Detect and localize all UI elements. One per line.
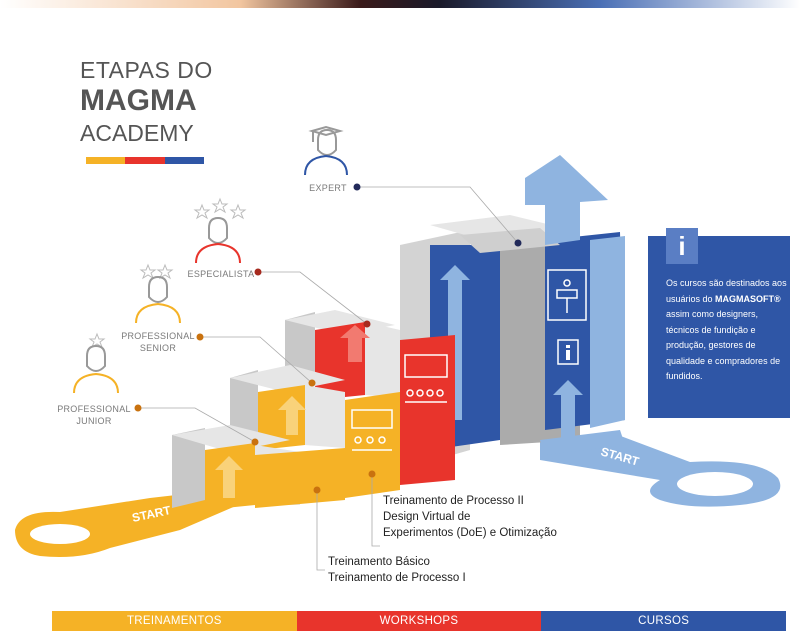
- workshop-line-3: Experimentos (DoE) e Otimização: [383, 527, 557, 539]
- star-icon: [193, 203, 211, 220]
- presentation-icon: [404, 354, 448, 403]
- junior-dot: [134, 404, 142, 412]
- yellow-bottom-block: [172, 425, 345, 510]
- arrow-up-icon: [215, 456, 243, 498]
- especialista-dot: [254, 268, 262, 276]
- arrow-up-icon: [553, 380, 583, 440]
- page-title: ETAPAS DO MAGMA ACADEMY: [80, 56, 213, 148]
- info-icon: i: [666, 228, 698, 264]
- title-color-bar: [86, 157, 204, 164]
- senior-dot: [196, 333, 204, 341]
- senior-label-line-2: SENIOR: [139, 343, 177, 353]
- bottom-category-bar: TREINAMENTOS WORKSHOPS CURSOS: [52, 611, 787, 631]
- lectern-icon: [547, 269, 587, 321]
- basic-line-2: Treinamento de Processo I: [328, 572, 466, 584]
- title-line-1: ETAPAS DO: [80, 57, 213, 83]
- info-text: Os cursos são destinados aos usuários do…: [666, 276, 788, 385]
- star-rating: [88, 197, 247, 349]
- top-gradient-bar: [0, 0, 800, 8]
- workshop-line-1: Treinamento de Processo II: [383, 495, 524, 507]
- basic-dot: [313, 486, 321, 494]
- senior-label-line-1: PROFESSIONAL: [121, 331, 195, 341]
- especialista-person-icon: [195, 216, 241, 264]
- star-icon: [229, 203, 247, 220]
- title-line-3: ACADEMY: [80, 120, 194, 146]
- workshop-trainings: Treinamento de Processo II Design Virtua…: [383, 493, 557, 541]
- junior-person-icon: [73, 344, 119, 394]
- junior-label-line-1: PROFESSIONAL: [57, 404, 131, 414]
- info-text-after: assim como designers, técnicos de fundiç…: [666, 309, 781, 381]
- expert-label: EXPERT: [309, 183, 347, 193]
- star-icon: [156, 263, 174, 280]
- presentation-icon: [351, 409, 393, 451]
- connector-lines: [138, 186, 519, 571]
- expert-dot: [353, 183, 361, 191]
- left-start-path: [15, 490, 245, 557]
- workshop-line-2: Design Virtual de: [383, 511, 471, 523]
- basic-line-1: Treinamento Básico: [328, 556, 430, 568]
- star-icon: [211, 197, 229, 214]
- especialista-label: ESPECIALISTA: [187, 269, 255, 279]
- junior-label-line-2: JUNIOR: [76, 416, 112, 426]
- title-line-2: MAGMA: [80, 84, 197, 117]
- left-path-end-ellipse: [30, 524, 90, 544]
- right-path-end-ellipse: [677, 472, 753, 496]
- workshop-dot: [368, 470, 376, 478]
- arrow-up-icon: [340, 325, 370, 362]
- especialista-target-dot: [363, 320, 371, 328]
- star-icon: [139, 263, 157, 280]
- info-panel: i Os cursos são destinados aos usuários …: [648, 228, 790, 418]
- basic-trainings: Treinamento Básico Treinamento de Proces…: [328, 554, 466, 586]
- senior-target-dot: [308, 379, 316, 387]
- expert-target-dot: [514, 239, 522, 247]
- bottom-cursos: CURSOS: [541, 611, 787, 631]
- junior-target-dot: [251, 438, 259, 446]
- blue-big-arrow: [525, 155, 608, 245]
- right-start-path: [540, 432, 781, 507]
- bottom-workshops: WORKSHOPS: [296, 611, 542, 631]
- info-text-brand: MAGMASOFT®: [715, 293, 781, 304]
- info-text-before: Os cursos são destinados aos usuários do: [666, 278, 787, 304]
- graduate-person-icon: [304, 125, 348, 176]
- senior-person-icon: [135, 275, 181, 324]
- bottom-treinamentos: TREINAMENTOS: [52, 611, 297, 631]
- info-icon: [557, 339, 579, 365]
- arrow-up-icon: [278, 396, 306, 435]
- star-icon: [88, 332, 106, 349]
- yellow-middle-block: [230, 365, 400, 498]
- red-block: [285, 310, 455, 485]
